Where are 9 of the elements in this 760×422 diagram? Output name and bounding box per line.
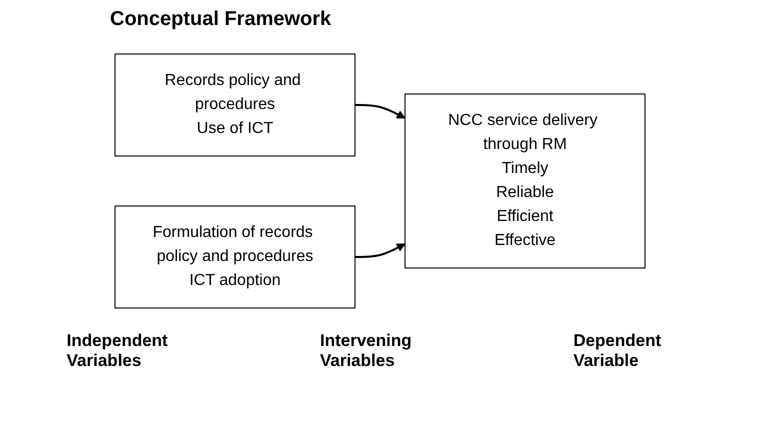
arrow [355,244,406,258]
variable-label: Dependent Variable [573,331,662,371]
variable-label: Independent Variables [66,331,169,371]
node-box: NCC service delivery through RM Timely Reliable Efficient Effective [404,94,646,268]
node-box: Records policy and procedures Use of ICT [114,54,356,156]
diagram-title: Conceptual Framework [110,8,332,31]
node-box: Formulation of records policy and procedures ICT adoption [114,206,356,308]
variable-label: Intervening Variables [320,331,413,371]
arrow [355,104,406,118]
